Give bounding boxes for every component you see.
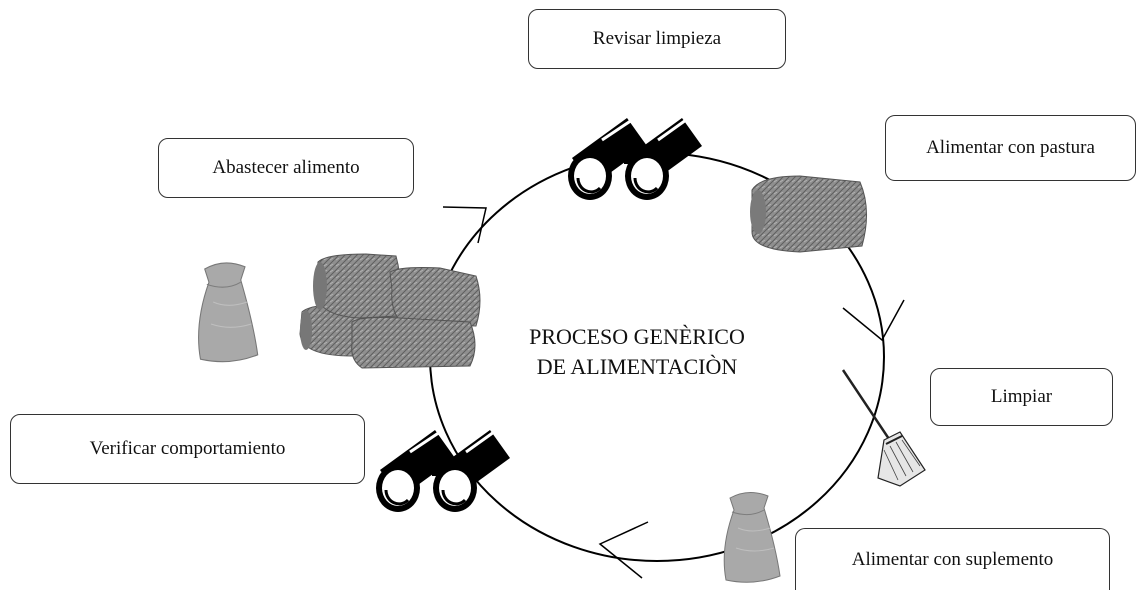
step-verificar-comportamiento: Verificar comportamiento (10, 414, 365, 484)
step-limpiar: Limpiar (930, 368, 1113, 426)
step-abastecer-alimento: Abastecer alimento (158, 138, 414, 198)
step-revisar-limpieza: Revisar limpieza (528, 9, 786, 69)
center-title: PROCESO GENÈRICO DE ALIMENTACIÒN (505, 322, 769, 382)
feed-sack-left-icon (198, 262, 259, 363)
arrow-bottom (598, 521, 649, 579)
step-label: Alimentar con pastura (926, 137, 1095, 158)
step-alimentar-suplemento: Alimentar con suplemento (795, 528, 1110, 590)
center-title-line2: DE ALIMENTACIÒN (536, 354, 738, 379)
center-title-line1: PROCESO GENÈRICO (529, 324, 745, 349)
arrow-top-left (442, 206, 487, 244)
step-alimentar-pastura: Alimentar con pastura (885, 115, 1136, 181)
hay-bale-right-icon (750, 175, 868, 253)
step-label: Alimentar con suplemento (851, 548, 1054, 570)
broom-icon (841, 369, 926, 487)
step-label: Revisar limpieza (592, 28, 722, 49)
feed-sack-bottom-icon (723, 491, 781, 583)
step-label: Verificar comportamiento (89, 438, 286, 459)
binoculars-bottom-icon (374, 428, 512, 514)
step-label: Abastecer alimento (212, 157, 360, 178)
arrow-right (842, 299, 905, 342)
binoculars-top-icon (566, 116, 704, 202)
hay-bales-left-icon (299, 253, 481, 369)
step-label: Limpiar (990, 386, 1053, 407)
